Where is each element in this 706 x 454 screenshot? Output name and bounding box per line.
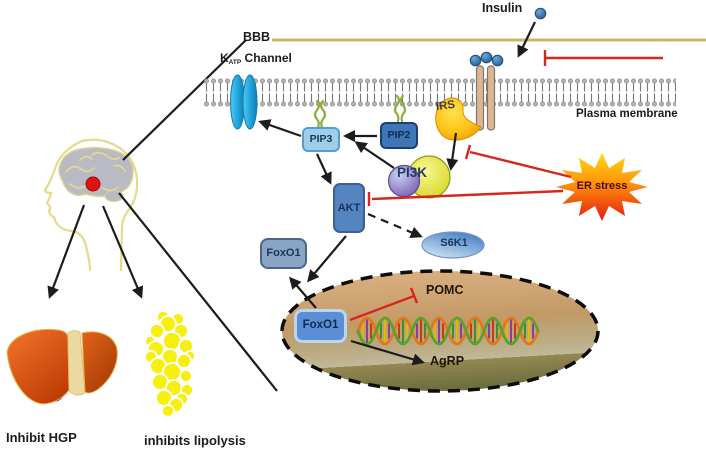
bbb-label: BBB (243, 30, 271, 44)
inhibition-lines (349, 144, 572, 322)
fat-cells-icon (144, 310, 196, 418)
foxo1-cytoplasm-node: FoxO1 (260, 238, 307, 269)
katp-sub: ATP (228, 59, 242, 66)
katp-channel-icon (230, 74, 258, 130)
katp-k: K (220, 51, 229, 65)
foxo1-nucleus-node: FoxO1 (294, 309, 347, 343)
arrow-pi3k-catalysis (354, 141, 395, 169)
pip-lipid-tails (313, 94, 407, 129)
katp-word-channel: Channel (241, 51, 292, 65)
arrow-irs-to-pi3k (446, 132, 459, 171)
pomc-label: POMC (426, 283, 464, 297)
insulin-dots (469, 7, 547, 67)
insulin-receptor-icon (475, 65, 496, 131)
top-inhibition-line (543, 50, 663, 66)
inhibits-lipolysis-label: inhibits lipolysis (144, 433, 246, 448)
dna-helix-icon (356, 316, 540, 346)
plasma-membrane-band (203, 78, 676, 107)
arrow-insulin-to-receptor (517, 21, 536, 58)
katp-channel-label: KATP Channel (220, 52, 292, 67)
irs-blob (435, 97, 482, 141)
s6k1-label: S6K1 (440, 237, 468, 249)
line-brain-to-membrane (122, 39, 247, 161)
arrow-pip3-to-akt (316, 153, 332, 185)
arrow-pip3-to-katp (258, 119, 302, 138)
hypothalamus-dot (85, 176, 101, 192)
er-stress-starburst (556, 153, 648, 221)
plasma-membrane-label: Plasma membrane (576, 108, 678, 120)
insulin-label: Insulin (482, 1, 523, 15)
liver-icon (6, 328, 118, 405)
cerebellum (104, 190, 124, 202)
head-icon (43, 138, 139, 272)
arrow-akt-to-nuclear-foxo1 (307, 235, 347, 283)
agrp-label: AgRP (430, 354, 465, 368)
brain-projection-lines (47, 39, 278, 392)
line-brain-to-nucleus (118, 192, 278, 392)
pi3k-label: PI3K (396, 165, 427, 180)
arrow-brain-to-liver (47, 204, 86, 299)
arrow-akt-to-s6k1-dashed (367, 212, 423, 239)
black-arrows (258, 21, 536, 366)
inhibit-er-to-akt (367, 189, 564, 206)
arrow-foxo1-to-agrp (350, 339, 425, 366)
s6k1-ellipse (421, 231, 485, 259)
arrow-foxo1-nuclear-export (289, 276, 317, 309)
pip3-node: PIP3 (302, 127, 340, 152)
pi3k-icon (387, 155, 451, 199)
insulin-dot-free (534, 7, 547, 20)
inhibit-foxo1-to-pomc (349, 287, 419, 322)
arrow-brain-to-fat (101, 205, 144, 299)
pip2-node: PIP2 (380, 122, 418, 149)
inhibit-er-to-irs (464, 144, 572, 179)
inhibit-hgp-label: Inhibit HGP (6, 430, 77, 445)
er-stress-label: ER stress (576, 180, 628, 192)
akt-node: AKT (333, 183, 365, 233)
